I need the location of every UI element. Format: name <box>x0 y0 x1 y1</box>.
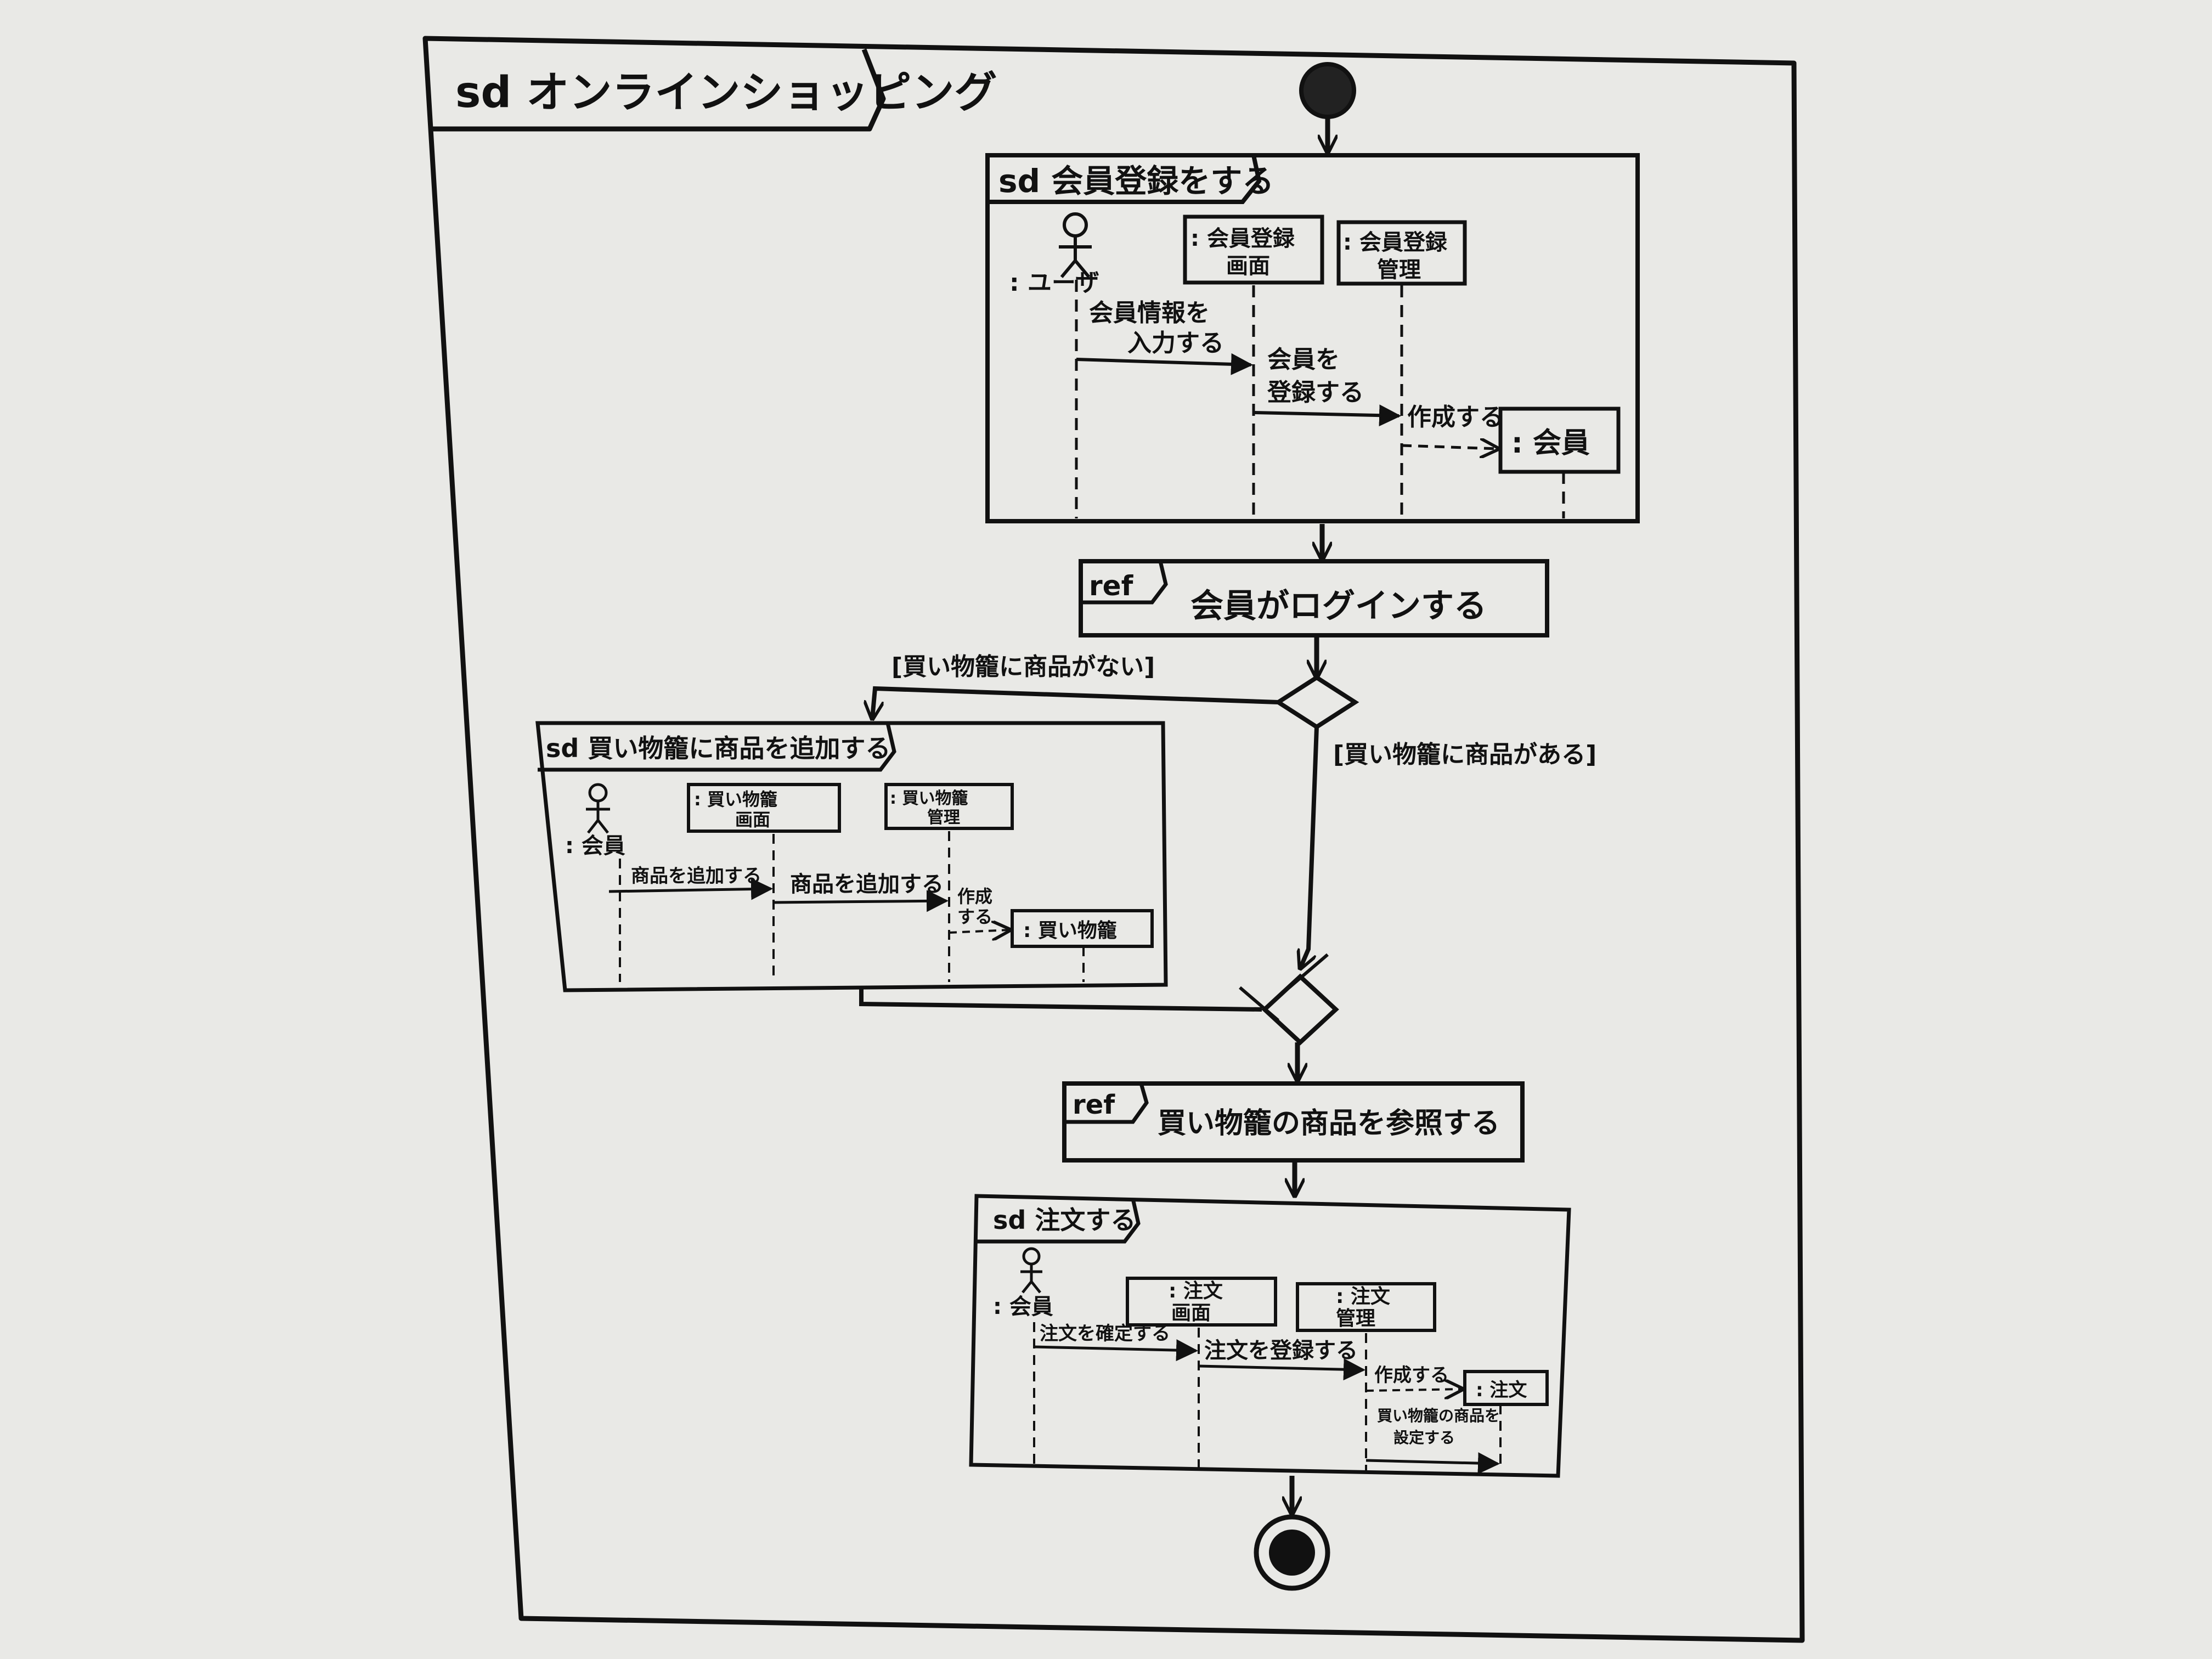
cart-msg-add2-label: 商品を追加する <box>790 872 944 897</box>
cart-screen-box <box>687 783 841 833</box>
register-screen-line1: : 会員登録 <box>1190 226 1295 251</box>
order-msg-set-arrow <box>1365 1452 1500 1475</box>
register-title: sd 会員登録をする <box>998 162 1274 200</box>
merge-node <box>1261 973 1339 1046</box>
cart-msg-create-line2: する <box>957 906 992 927</box>
order-screen-box <box>1126 1277 1277 1327</box>
flow-cart-to-merge <box>859 988 1262 1012</box>
register-screen-line2: 画面 <box>1226 253 1270 279</box>
order-screen-line2: 画面 <box>1171 1302 1211 1324</box>
cart-manager-box <box>884 783 1014 830</box>
cart-created-box <box>1011 909 1154 948</box>
order-msg-register-label: 注文を登録する <box>1204 1338 1358 1363</box>
login-ref-box <box>1079 559 1549 637</box>
login-ref-tag-border <box>1081 561 1168 605</box>
cart-frame <box>535 721 1168 992</box>
order-lifelines <box>1033 1322 1502 1470</box>
cart-screen-line1: : 買い物籠 <box>694 789 777 810</box>
order-msg-create-label: 作成する <box>1374 1364 1449 1386</box>
browse-ref-tag: ref <box>1073 1090 1115 1120</box>
register-msg-input-line2: 入力する <box>1127 329 1224 357</box>
order-actor-label: : 会員 <box>993 1294 1053 1319</box>
register-msg-register-line2: 登録する <box>1267 379 1364 407</box>
order-manager-line2: 管理 <box>1336 1307 1375 1330</box>
order-msg-confirm-arrow <box>1034 1339 1198 1362</box>
order-screen-line1: : 注文 <box>1169 1280 1223 1302</box>
order-frame <box>969 1194 1571 1478</box>
cart-msg-add1-arrow <box>608 878 773 900</box>
cart-manager-line2: 管理 <box>927 808 960 827</box>
final-node-outer <box>1254 1514 1330 1591</box>
order-manager-box <box>1296 1282 1436 1332</box>
register-msg-input-arrow <box>1076 353 1253 375</box>
register-created-box <box>1498 407 1621 474</box>
login-ref-tag: ref <box>1089 570 1134 602</box>
flow-decision-has <box>1300 726 1319 968</box>
register-lifelines <box>1075 280 1565 518</box>
cart-screen-line2: 画面 <box>735 809 770 830</box>
order-msg-create-arrow <box>1365 1389 1462 1391</box>
cart-msg-add1-label: 商品を追加する <box>631 865 761 887</box>
register-actor-icon <box>1059 212 1092 278</box>
order-actor-icon <box>1020 1247 1042 1294</box>
cart-actor-label: : 会員 <box>565 833 625 859</box>
register-screen-box <box>1183 215 1324 285</box>
register-created-label: : 会員 <box>1511 427 1590 460</box>
outer-frame <box>422 36 1805 1643</box>
initial-node <box>1299 62 1356 119</box>
guard-has: [買い物籠に商品がある] <box>1333 741 1596 769</box>
register-msg-create-label: 作成する <box>1407 403 1504 431</box>
cart-msg-add2-arrow <box>773 890 949 912</box>
order-created-box <box>1463 1370 1549 1406</box>
cart-msg-create-arrow <box>949 930 1009 933</box>
register-frame <box>985 153 1640 523</box>
register-actor-label: : ユーザ <box>1009 269 1099 297</box>
register-msg-register-line1: 会員を <box>1267 346 1340 374</box>
register-msg-register-arrow <box>1253 404 1401 427</box>
diagram-title: sd オンラインショッピング <box>455 68 997 117</box>
register-manager-line2: 管理 <box>1377 257 1421 283</box>
browse-ref-text: 買い物籠の商品を参照する <box>1158 1107 1500 1140</box>
cart-actor-icon <box>586 783 610 834</box>
final-node-inner <box>1269 1530 1315 1576</box>
order-msg-set-line2: 設定する <box>1393 1429 1455 1447</box>
order-title: sd 注文する <box>993 1205 1136 1235</box>
login-ref-text: 会員がログインする <box>1190 587 1487 625</box>
cart-msg-create-line1: 作成 <box>957 886 992 907</box>
register-manager-box <box>1336 220 1467 286</box>
cart-title: sd 買い物籠に商品を追加する <box>546 733 890 763</box>
cart-manager-line1: : 買い物籠 <box>890 789 968 808</box>
register-manager-line1: : 会員登録 <box>1343 230 1448 255</box>
order-msg-set-line1: 買い物籠の商品を <box>1377 1407 1500 1425</box>
cart-lifelines <box>619 831 1085 982</box>
order-msg-confirm-label: 注文を確定する <box>1040 1323 1170 1345</box>
flow-decision-empty <box>872 686 1279 719</box>
order-created-label: : 注文 <box>1476 1379 1527 1401</box>
order-msg-register-arrow <box>1198 1358 1365 1381</box>
cart-created-label: : 買い物籠 <box>1023 919 1117 942</box>
order-manager-line1: : 注文 <box>1336 1285 1390 1308</box>
register-msg-input-line1: 会員情報を <box>1089 299 1210 327</box>
merge-cross-decoration <box>1239 953 1329 1022</box>
browse-ref-tag-border <box>1064 1083 1149 1124</box>
guard-empty: [買い物籠に商品がない] <box>891 653 1155 681</box>
